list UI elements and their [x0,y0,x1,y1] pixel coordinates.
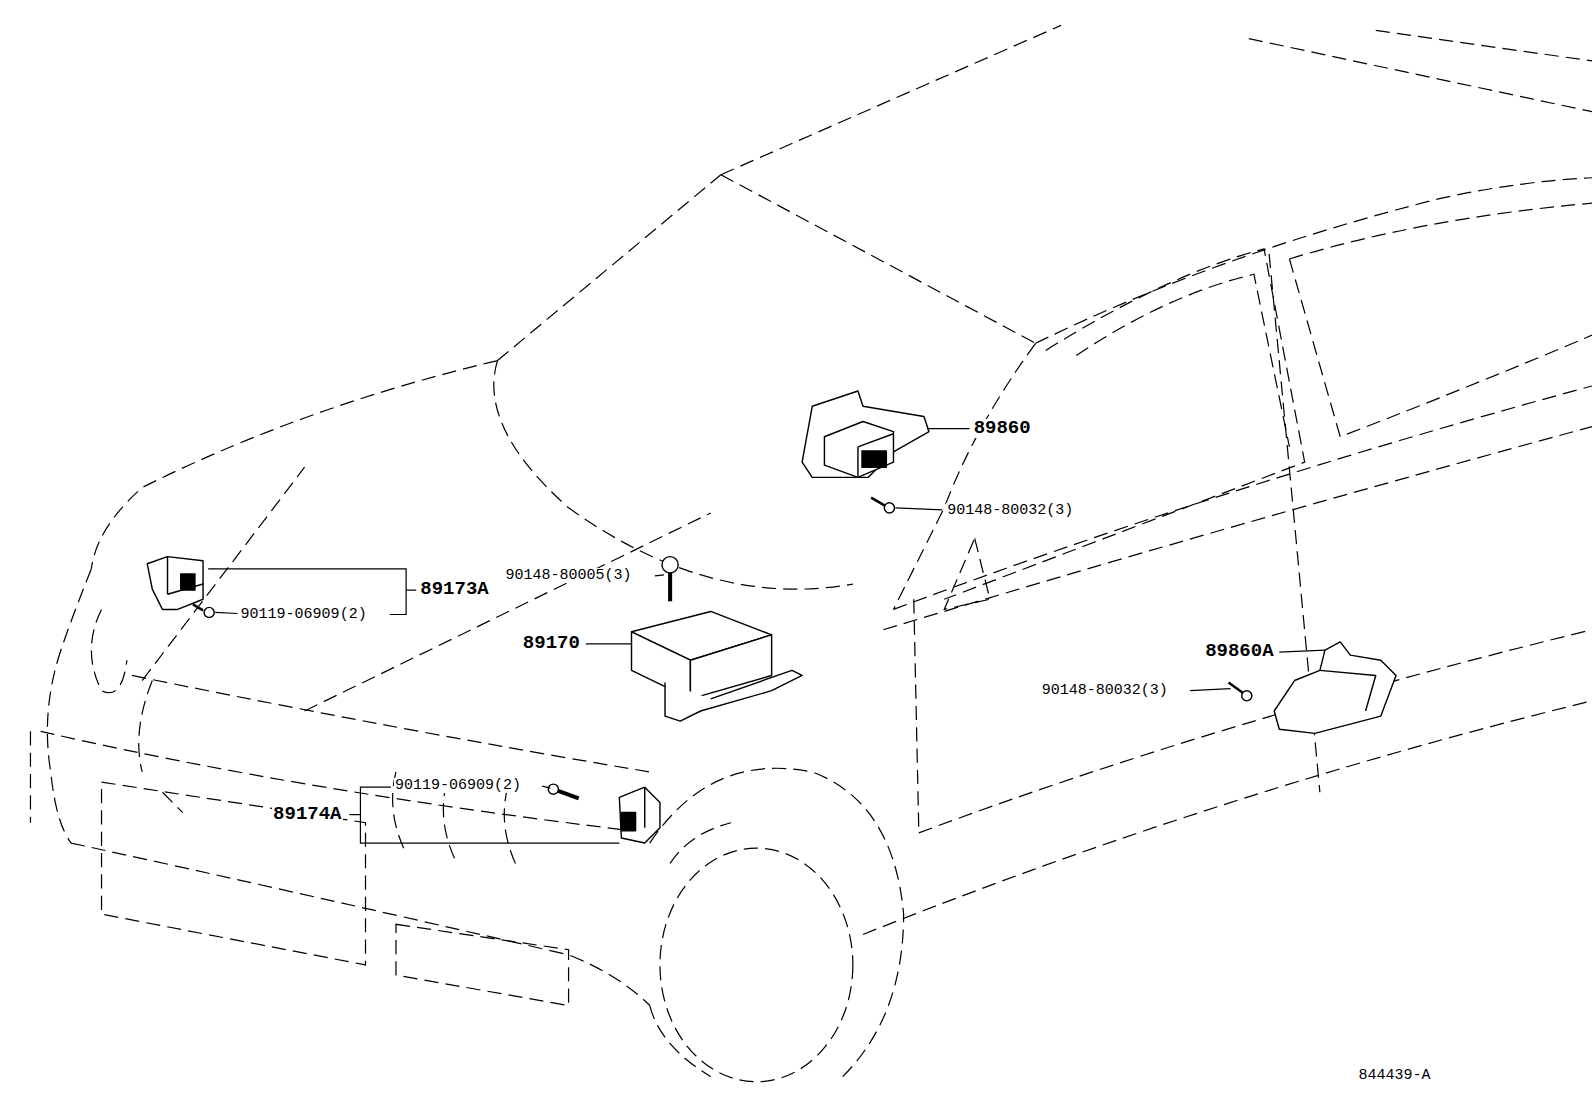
part-number: 90119-06909(2) [240,607,368,622]
part-number: 90148-80032(3) [946,503,1074,518]
leader-lines [208,429,1325,843]
drawing-number: 844439-A [1357,1068,1431,1083]
part-number: 90148-80032(3) [1041,683,1169,698]
parts [147,391,1396,843]
part-number: 90119-06909(2) [394,778,522,793]
part-number: 89170 [522,634,581,653]
car-outline [30,25,1592,1081]
part-number: 89860A [1204,642,1274,661]
part-number: 89174A [272,805,342,824]
part-number: 89173A [419,580,489,599]
part-number: 89860 [973,419,1032,438]
part-number: 90148-80005(3) [505,568,633,583]
